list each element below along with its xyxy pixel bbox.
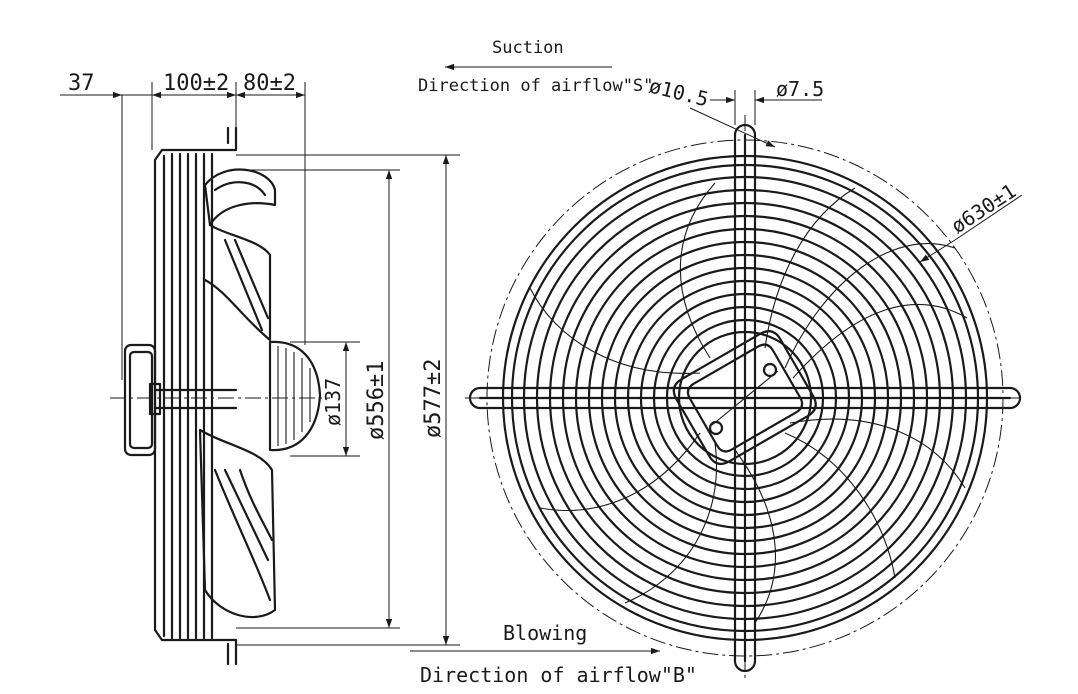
airflow-suction: Suction Direction of airflow"S" — [418, 38, 653, 96]
impeller-blade-top — [203, 168, 277, 342]
airflow-blowing: Blowing Direction of airflow"B" — [410, 621, 697, 687]
dim-137-label: ø137 — [321, 378, 345, 426]
motor-rotor — [268, 340, 322, 452]
dim-100-label: 100±2 — [163, 71, 229, 96]
dim-10-5-label: ø10.5 — [647, 74, 711, 112]
dim-630-label: ø630±1 — [947, 179, 1021, 238]
dim-axial: 37 100±2 80±2 — [60, 71, 306, 380]
direction-b-label: Direction of airflow"B" — [420, 663, 697, 687]
guard-wires-side — [162, 152, 214, 640]
terminal-box — [123, 343, 238, 457]
dim-37-label: 37 — [68, 71, 95, 96]
impeller-blades-front — [529, 182, 968, 624]
dim-577-label: ø577±2 — [421, 359, 446, 438]
suction-label: Suction — [492, 38, 564, 58]
side-view: 37 100±2 80±2 ø137 ø556±1 ø577±2 — [60, 71, 460, 666]
dim-diameters-side: ø137 ø556±1 ø577±2 — [236, 154, 460, 646]
front-view: ø10.5 ø7.5 ø630±1 — [465, 74, 1025, 680]
direction-s-label: Direction of airflow"S" — [418, 76, 653, 96]
impeller-blade-bottom — [198, 428, 277, 619]
dim-556-label: ø556±1 — [364, 361, 389, 440]
blowing-label: Blowing — [503, 621, 587, 645]
dim-7-5-label: ø7.5 — [776, 77, 824, 101]
dim-80-label: 80±2 — [243, 71, 296, 96]
